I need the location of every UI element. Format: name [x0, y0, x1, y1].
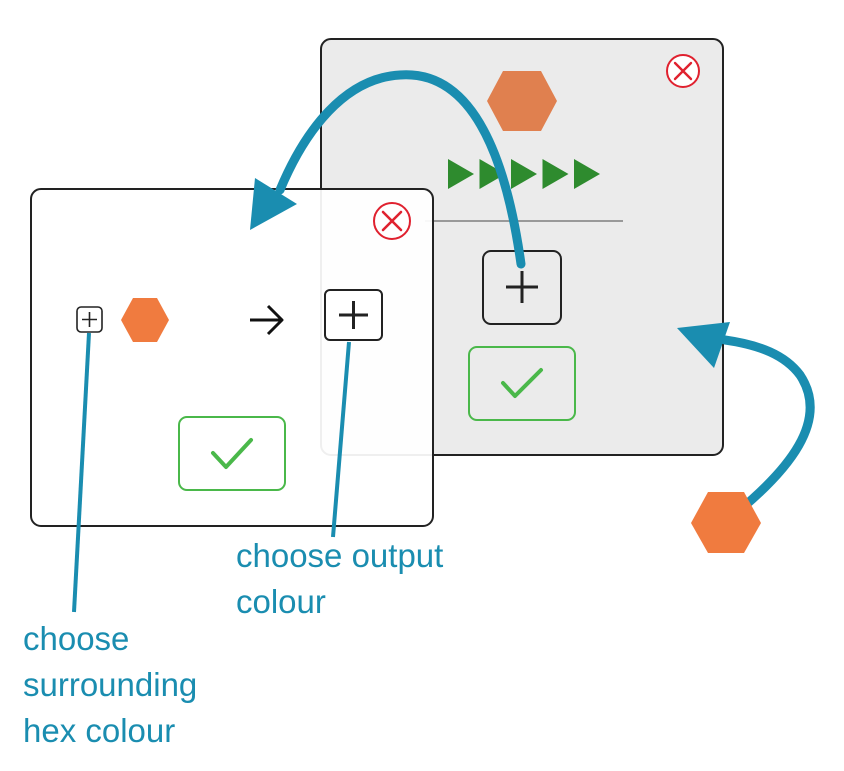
arrow-right-icon [250, 304, 284, 336]
surrounding-hex-label: choose surrounding hex colour [23, 620, 198, 749]
front-close-button[interactable] [373, 202, 411, 240]
plus-icon [506, 271, 538, 303]
arrowhead [250, 178, 297, 230]
surrounding-hex-add-button[interactable] [76, 306, 103, 333]
output-colour-label: choose output colour [236, 537, 444, 620]
play-icon [479, 159, 506, 189]
output-colour-add-button[interactable] [324, 289, 383, 341]
play-icon [511, 159, 537, 189]
checkmark-icon [501, 368, 543, 398]
annotation-curve-hex-to-panel [677, 322, 815, 523]
front-panel-background [30, 188, 434, 527]
play-icon [448, 159, 474, 189]
hexagon-icon [121, 298, 169, 342]
checkmark-icon [211, 438, 253, 469]
front-confirm-button[interactable] [178, 416, 286, 491]
play-icon [574, 159, 600, 189]
annotation-curve-add-to-panel [250, 70, 526, 269]
hexagon-icon [691, 492, 761, 553]
front-panel [30, 188, 434, 527]
arrowhead [677, 322, 730, 368]
pointer-line-surrounding [72, 332, 91, 613]
pointer-line-output [331, 341, 351, 538]
hexagon-icon [487, 71, 557, 131]
plus-icon [339, 301, 368, 329]
plus-icon [82, 312, 97, 327]
play-icon [542, 159, 569, 189]
back-close-button[interactable] [666, 54, 700, 88]
back-confirm-button[interactable] [468, 346, 576, 421]
play-icon-row [448, 159, 600, 189]
